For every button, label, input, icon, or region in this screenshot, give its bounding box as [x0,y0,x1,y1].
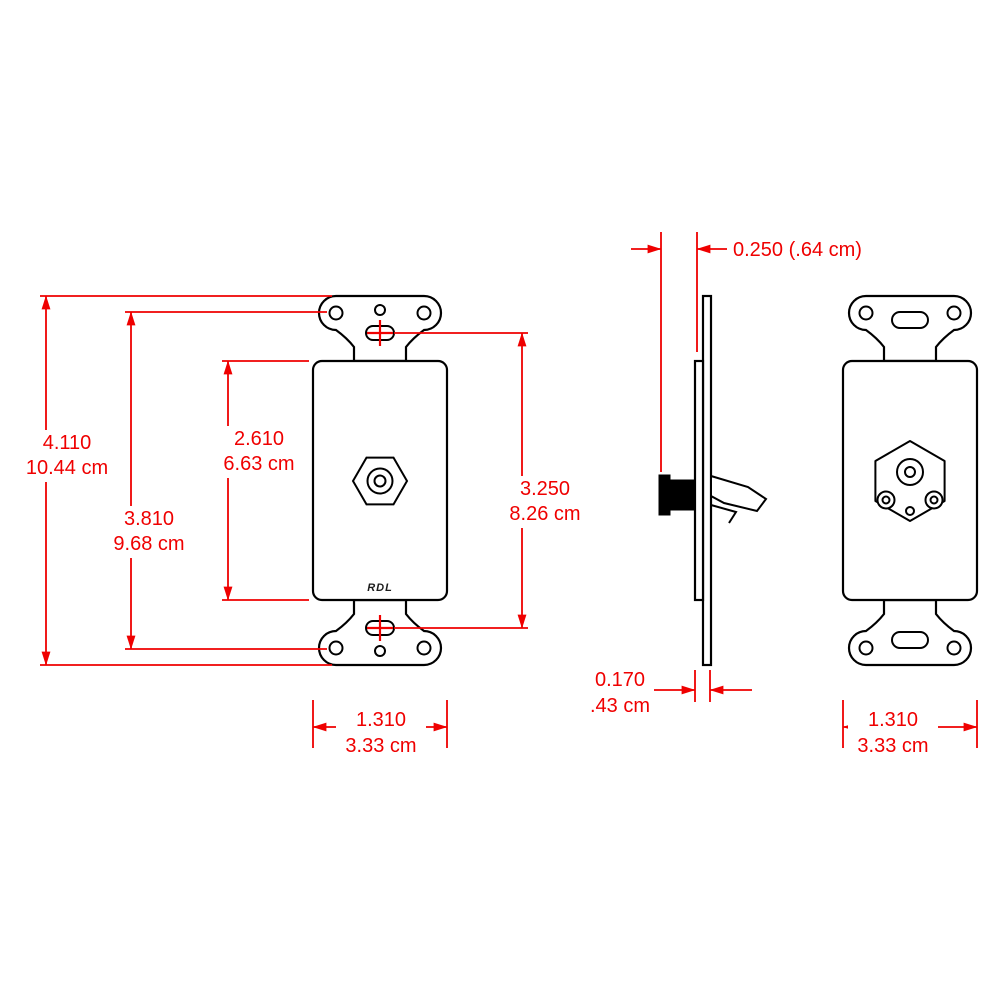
dim-slot-spacing: 3.250 8.26 cm [394,332,592,629]
side-jack-nut [658,474,671,516]
dim-value-in: 0.170 [595,669,645,691]
rear-view [841,294,979,667]
side-lug-tab [710,504,738,524]
dim-value-in: 1.310 [356,709,406,731]
dim-thickness: 0.170 .43 cm [590,669,752,717]
dim-value-in: 3.810 [124,508,174,530]
front-bottom-center-hole [374,645,386,657]
rear-left-lug-bore [881,495,891,505]
dim-front-width: 1.310 3.33 cm [312,700,448,758]
front-top-right-ear-hole [416,305,432,321]
dim-value-in: 1.310 [868,709,918,731]
side-view [658,294,768,667]
dim-value-cm: 9.68 cm [113,533,184,555]
text-mask [19,430,115,482]
rear-top-right-ear-hole [946,305,962,321]
dim-value-in: 2.610 [234,428,284,450]
dim-mounting-height: 3.810 9.68 cm [103,311,327,650]
text-mask [498,476,592,528]
rear-bottom-right-ear-hole [946,640,962,656]
rear-top-left-ear-hole [858,305,874,321]
dim-value-cm: 6.63 cm [223,453,294,475]
dim-rear-width: 1.310 3.33 cm [842,700,978,758]
dim-depth: 0.250 (.64 cm) [631,232,862,472]
dim-value-cm: 10.44 cm [26,457,108,479]
front-bottom-right-ear-hole [416,640,432,656]
text-mask [336,708,426,758]
side-plate-body [693,359,705,602]
slot-center-marks [367,320,393,641]
side-jack-barrel [667,479,696,511]
dim-value-cm: 3.33 cm [857,735,928,757]
front-view: RDL [311,294,449,667]
front-bottom-left-ear-hole [328,640,344,656]
text-mask [213,426,305,478]
brand-label: RDL [367,582,393,594]
dim-overall-height: 4.110 10.44 cm [19,295,332,666]
rear-bottom-left-ear-hole [858,640,874,656]
rear-bottom-lug-bore [905,506,915,516]
dim-value-cm: 3.33 cm [345,735,416,757]
dim-value-in: 3.250 [520,478,570,500]
rear-top-screw-slot [891,311,929,329]
dim-value: 0.250 (.64 cm) [733,239,862,261]
rear-jack-bore [904,466,916,478]
jack-bore [373,474,387,488]
front-top-center-hole [374,304,386,316]
rear-right-lug-bore [929,495,939,505]
dim-value-cm: 8.26 cm [509,503,580,525]
text-mask [848,708,938,758]
rear-bottom-screw-slot [891,631,929,649]
side-solder-lug [710,474,768,513]
front-top-left-ear-hole [328,305,344,321]
side-mounting-strap [701,294,713,667]
dim-value-in: 4.110 [43,432,92,454]
text-mask [103,506,197,558]
dim-value-cm: .43 cm [590,695,650,717]
dim-opening-height: 2.610 6.63 cm [213,360,309,601]
